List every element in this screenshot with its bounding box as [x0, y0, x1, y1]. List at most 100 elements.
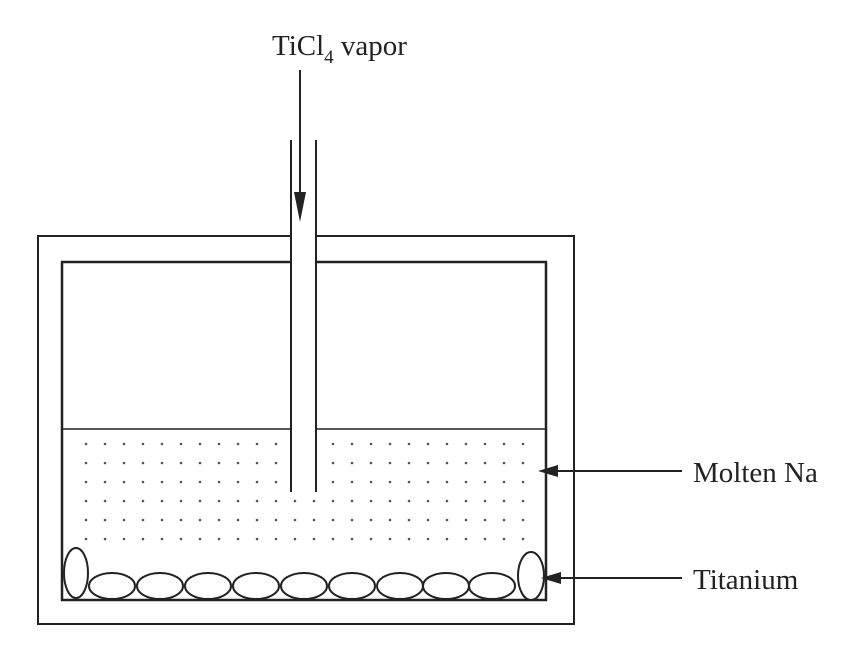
molten-na-dot	[426, 480, 430, 484]
molten-na-dot	[236, 518, 240, 522]
molten-na-dot	[502, 461, 506, 465]
molten-na-dot	[198, 442, 202, 446]
molten-na-dot	[274, 480, 278, 484]
molten-na-dot	[502, 499, 506, 503]
titanium-particle	[468, 572, 516, 600]
molten-na-dot	[331, 480, 335, 484]
molten-na-dot	[217, 442, 221, 446]
molten-na-dot	[407, 480, 411, 484]
molten-na-dot	[521, 518, 525, 522]
molten-na-dot	[483, 499, 487, 503]
molten-na-dot	[84, 499, 88, 503]
molten-na-dot	[141, 442, 145, 446]
titanium-particle	[280, 572, 328, 600]
molten-na-label: Molten Na	[693, 457, 818, 489]
molten-na-dot	[160, 537, 164, 541]
titanium-particle	[328, 572, 376, 600]
molten-na-arrow-head	[538, 465, 558, 477]
molten-na-dot	[464, 461, 468, 465]
molten-na-dot	[103, 461, 107, 465]
molten-na-dot	[103, 499, 107, 503]
molten-na-dot	[217, 461, 221, 465]
titanium-particle	[63, 547, 89, 599]
molten-na-dot	[521, 499, 525, 503]
molten-na-dot	[122, 442, 126, 446]
molten-na-dot	[179, 499, 183, 503]
molten-na-dot	[483, 518, 487, 522]
molten-na-dot	[464, 480, 468, 484]
molten-na-dot	[274, 499, 278, 503]
molten-na-dot	[122, 461, 126, 465]
molten-na-dot	[198, 518, 202, 522]
titanium-particle	[184, 572, 232, 600]
molten-na-dot	[141, 480, 145, 484]
molten-na-dot	[274, 518, 278, 522]
molten-na-dot	[502, 480, 506, 484]
molten-na-dot	[312, 499, 316, 503]
titanium-particle	[422, 572, 470, 600]
molten-na-dot	[350, 518, 354, 522]
molten-na-dot	[293, 499, 297, 503]
molten-na-dot	[160, 518, 164, 522]
molten-na-dot	[236, 480, 240, 484]
molten-na-dot	[103, 537, 107, 541]
molten-na-dot	[84, 480, 88, 484]
molten-na-dot	[483, 442, 487, 446]
molten-na-dot	[179, 518, 183, 522]
molten-na-dot	[217, 518, 221, 522]
molten-na-dot	[160, 442, 164, 446]
molten-na-dot	[255, 461, 259, 465]
molten-na-dot	[502, 537, 506, 541]
molten-na-dot	[179, 537, 183, 541]
titanium-label: Titanium	[693, 564, 799, 596]
molten-na-dot	[369, 480, 373, 484]
molten-na-dot	[236, 537, 240, 541]
molten-na-dot	[445, 442, 449, 446]
titanium-particle	[376, 572, 424, 600]
molten-na-dot	[350, 499, 354, 503]
molten-na-dot	[426, 499, 430, 503]
molten-na-dot	[350, 480, 354, 484]
molten-na-dot	[236, 461, 240, 465]
molten-na-dot	[179, 442, 183, 446]
molten-na-dot	[388, 461, 392, 465]
molten-na-dot	[464, 537, 468, 541]
molten-na-dot	[426, 537, 430, 541]
molten-na-dot	[369, 518, 373, 522]
molten-na-dot	[312, 537, 316, 541]
inlet-label: TiCl4 vapor	[272, 30, 407, 68]
titanium-arrow-head	[541, 572, 561, 584]
molten-na-dot	[141, 537, 145, 541]
molten-na-dot	[350, 537, 354, 541]
molten-na-dot	[502, 442, 506, 446]
molten-na-dot	[160, 499, 164, 503]
molten-na-dot	[103, 442, 107, 446]
molten-na-dot	[388, 442, 392, 446]
molten-na-dot	[103, 518, 107, 522]
molten-na-dot	[312, 518, 316, 522]
molten-na-dot	[464, 518, 468, 522]
molten-na-dot	[464, 442, 468, 446]
molten-na-dot	[331, 499, 335, 503]
molten-na-dot	[84, 537, 88, 541]
molten-na-dot	[388, 537, 392, 541]
molten-na-dot	[198, 499, 202, 503]
molten-na-dot	[141, 461, 145, 465]
molten-na-dot	[160, 461, 164, 465]
molten-na-dot	[236, 442, 240, 446]
molten-na-dot	[426, 442, 430, 446]
inlet-arrow-head	[294, 192, 306, 222]
molten-na-dot	[445, 480, 449, 484]
molten-na-dot	[521, 461, 525, 465]
molten-na-dot	[331, 518, 335, 522]
molten-na-dot	[407, 442, 411, 446]
molten-na-dot	[445, 537, 449, 541]
molten-na-dot	[369, 537, 373, 541]
titanium-particle	[517, 551, 545, 601]
molten-na-dot	[350, 442, 354, 446]
molten-na-dot	[350, 461, 354, 465]
molten-na-dot	[331, 537, 335, 541]
titanium-particle	[136, 572, 184, 600]
molten-na-dot	[521, 537, 525, 541]
molten-na-dot	[483, 461, 487, 465]
